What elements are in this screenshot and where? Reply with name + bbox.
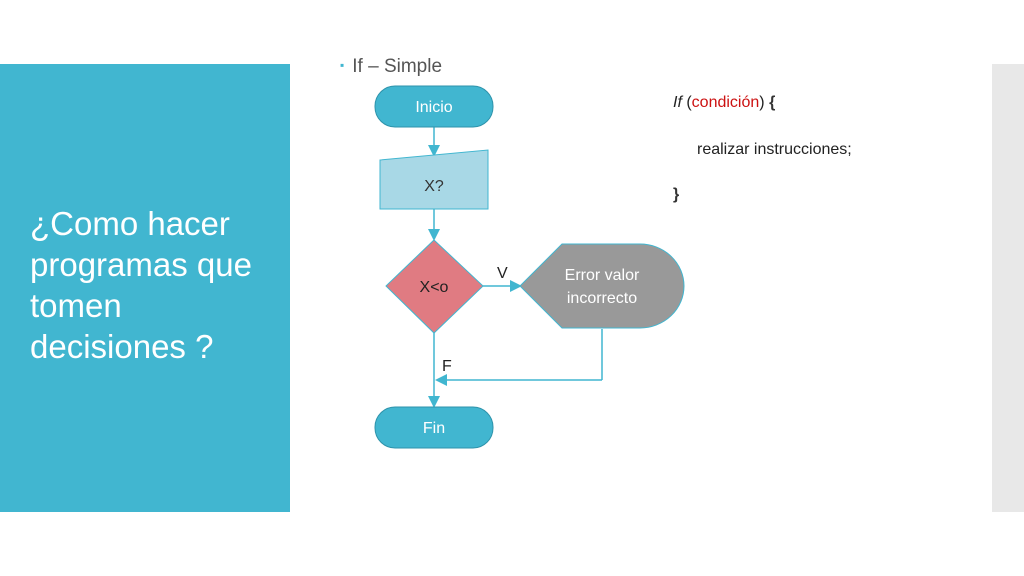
true-label: V [497,265,508,282]
false-label: F [442,358,452,375]
bullet-icon: ▪ [340,58,345,72]
bullet-if-simple: ▪ If – Simple [340,56,442,78]
code-open-paren: ( [686,94,692,111]
start-node [374,85,494,128]
code-if-line: If (condición) { [673,94,775,112]
code-condition: condición [691,94,760,111]
decision-node [385,239,484,334]
code-close-paren: ) [759,94,765,111]
end-node [374,406,494,449]
code-keyword: If [673,94,682,111]
bullet-label: If – Simple [352,56,443,77]
code-open-brace: { [769,94,776,111]
scrollbar-strip [992,64,1024,512]
error-label-line1: Error valor [565,267,640,284]
input-label: X? [424,178,444,195]
start-label: Inicio [415,99,452,116]
slide-title: ¿Como hacer programas que tomen decision… [30,205,252,365]
end-label: Fin [423,420,445,437]
decision-label: X<o [420,279,449,296]
input-node [379,149,489,210]
error-node [519,243,685,329]
code-close-brace: } [673,186,680,203]
error-label-line2: incorrecto [567,290,637,307]
title-panel [0,64,290,512]
code-body-line: realizar instrucciones; [697,141,852,158]
